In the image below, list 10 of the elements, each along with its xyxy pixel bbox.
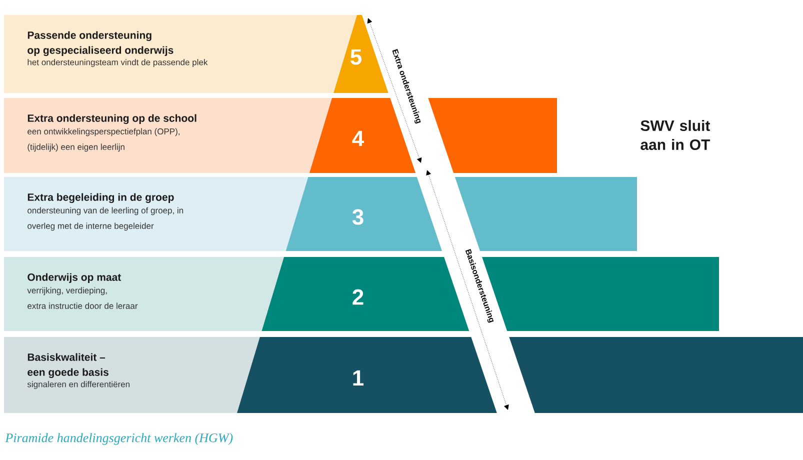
level-number: 2 (352, 289, 364, 305)
level-panel: Onderwijs op maat verrijking, verdieping, extra instructie door de leraar (4, 256, 284, 331)
caption: Piramide handelingsgericht werken (HGW) (5, 433, 233, 445)
level-panel: Extra begeleiding in de groep ondersteuning van de leerling of groep, in overleg met de interne begeleider (4, 177, 308, 251)
level-number: 1 (353, 370, 364, 386)
level-number: 4 (352, 130, 364, 146)
statement-text: SWV sluit aan in OT (640, 120, 710, 150)
level-panel: Extra ondersteuning op de school een ontwikkelingsperspectiefplan (OPP), (tijdelijk) een eigen leerlijn (4, 98, 332, 173)
level-number: 3 (352, 209, 364, 225)
level-panel: Basiskwaliteit – een goede basis signaleren en differentiëren (4, 336, 260, 413)
